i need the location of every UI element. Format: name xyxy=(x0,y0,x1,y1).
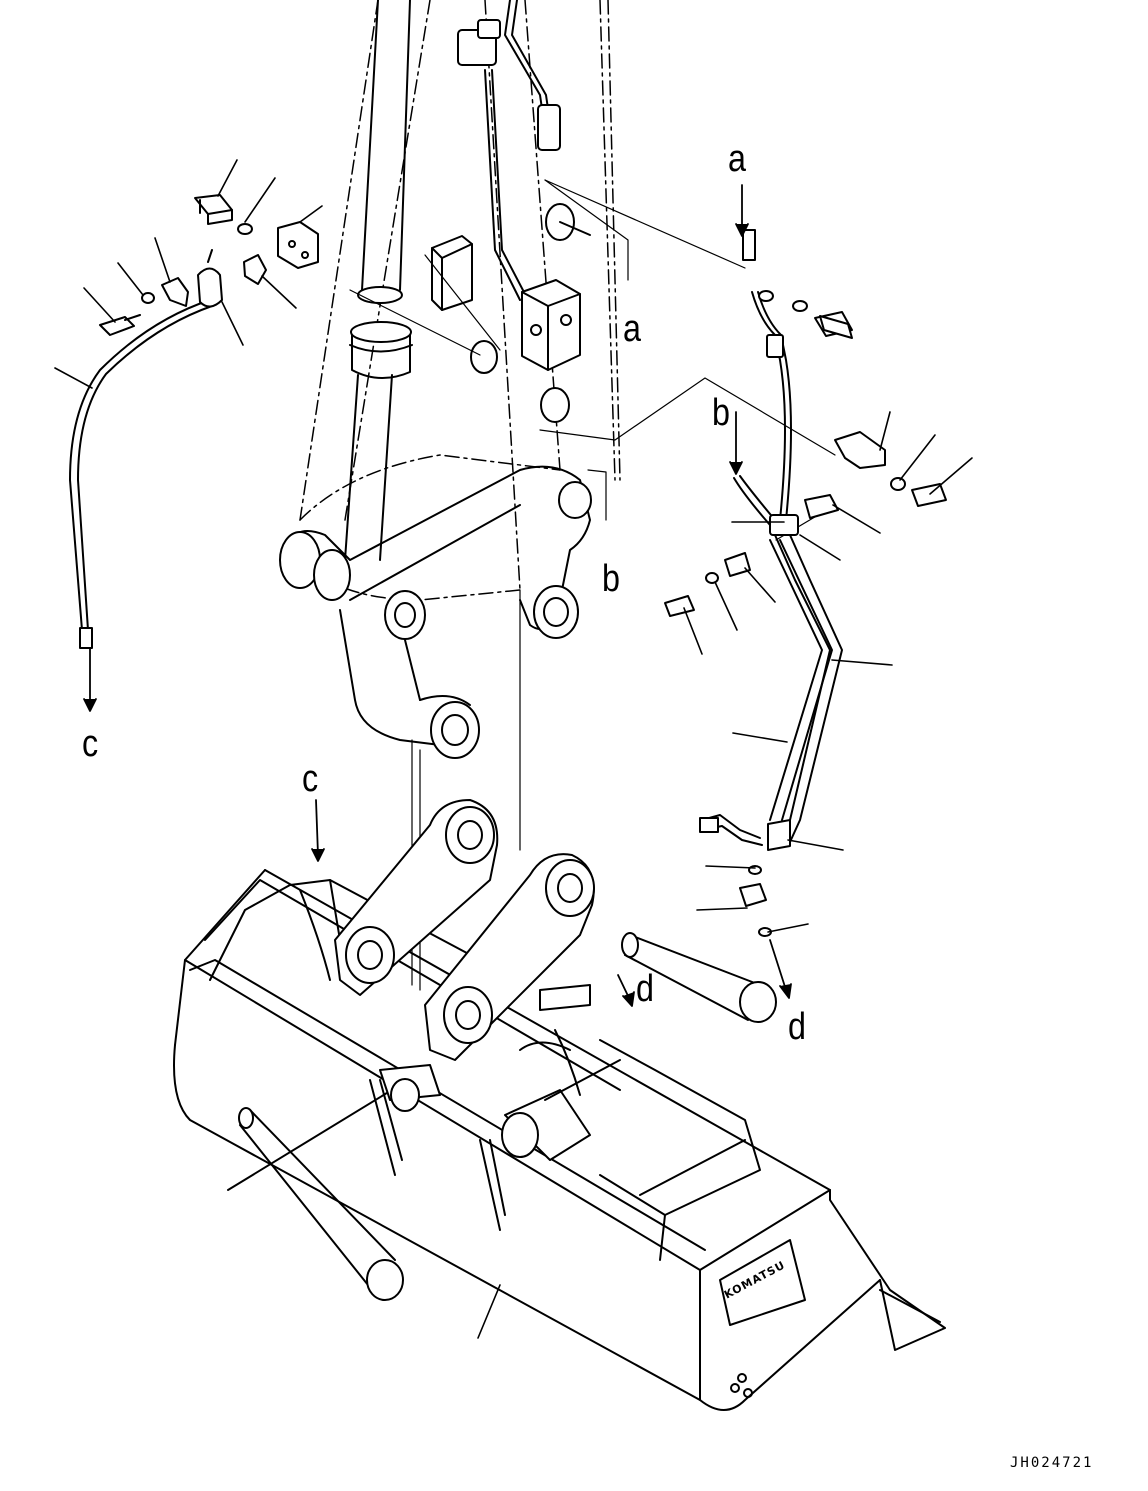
bucket-leader xyxy=(477,1284,501,1339)
label-d-bucket: d xyxy=(636,968,654,1010)
bucket-body xyxy=(173,869,946,1411)
right-leader-lines xyxy=(683,411,973,933)
arm-hose xyxy=(457,0,591,301)
right-hose-upper xyxy=(733,229,843,843)
arm-plate-2 xyxy=(540,387,570,423)
label-b-side: b xyxy=(602,558,620,600)
left-leader-lines xyxy=(54,159,323,389)
label-d-right: d xyxy=(788,1006,806,1048)
arm-cylinder xyxy=(344,0,413,561)
label-a-side: a xyxy=(623,308,641,350)
label-b-top: b xyxy=(712,392,730,434)
arm-plate xyxy=(470,340,498,374)
label-a-top: a xyxy=(728,138,746,180)
bucket-pins xyxy=(227,932,777,1301)
label-c-left: c xyxy=(82,723,99,765)
drawing-code: JH024721 xyxy=(1010,1455,1094,1471)
arm-outline xyxy=(299,0,621,601)
connection-arrows xyxy=(83,184,792,1007)
bucket-bosses xyxy=(334,799,595,1061)
bolts xyxy=(819,315,853,339)
label-c-bucket: c xyxy=(302,758,319,800)
left-clamp-parts xyxy=(99,194,319,336)
bucket-cylinder xyxy=(369,984,621,1231)
bucket-top-plates xyxy=(209,879,761,1261)
relay-box xyxy=(431,235,473,311)
valve-block xyxy=(521,279,581,371)
link-assembly xyxy=(279,465,592,759)
left-hose xyxy=(69,249,223,649)
